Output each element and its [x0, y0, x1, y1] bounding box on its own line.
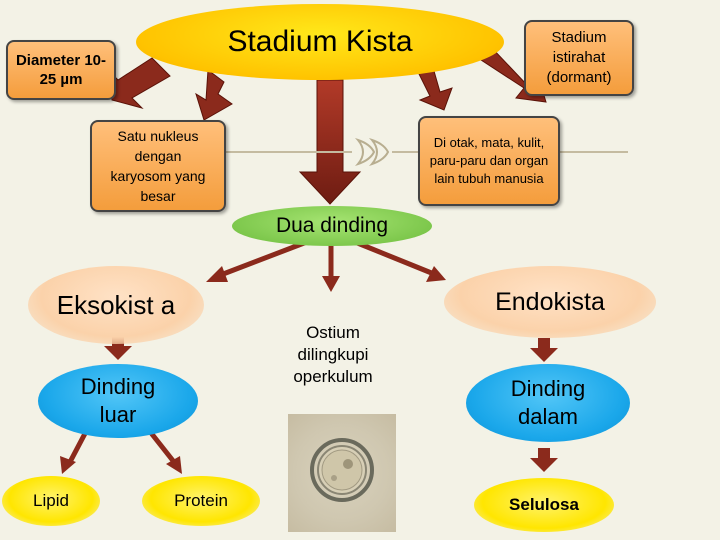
- protein-ellipse: Protein: [142, 476, 260, 526]
- eksokista-text: Eksokist a: [56, 290, 176, 320]
- location-box: Di otak, mata, kulit, paru-paru dan orga…: [418, 116, 560, 206]
- nucleus-text: Satu nukleus dengan karyosom yang besar: [110, 128, 206, 204]
- arrow-eksokista-to-luar: [104, 336, 132, 360]
- diameter-text: Diameter 10-25 µm: [15, 52, 107, 88]
- nucleus-box: Satu nukleus dengan karyosom yang besar: [90, 120, 226, 212]
- cyst-image: [310, 438, 374, 502]
- dormant-box: Stadium istirahat (dormant): [524, 20, 634, 96]
- ostium-label: Ostium dilingkupi operkulum: [268, 318, 398, 392]
- arrow-to-ostium: [322, 240, 340, 292]
- page-title: Stadium Kista: [227, 25, 413, 58]
- arrow-title-to-diameter: [107, 57, 171, 109]
- arrow-title-to-dua-dinding: [298, 79, 362, 205]
- dinding-dalam-text: Dinding dalam: [510, 376, 586, 429]
- arrow-title-to-nucleus: [195, 69, 233, 121]
- cyst-micrograph: [288, 414, 396, 532]
- dua-dinding-text: Dua dinding: [275, 214, 389, 237]
- title-ellipse: Stadium Kista: [136, 4, 504, 80]
- lipid-ellipse: Lipid: [2, 476, 100, 526]
- eksokista-ellipse: Eksokist a: [28, 266, 204, 344]
- dua-dinding-ellipse: Dua dinding: [232, 206, 432, 246]
- location-text: Di otak, mata, kulit, paru-paru dan orga…: [429, 135, 549, 186]
- endokista-ellipse: Endokista: [444, 266, 656, 338]
- arrow-dalam-to-selulosa: [530, 448, 558, 472]
- protein-text: Protein: [174, 491, 228, 510]
- dinding-luar-ellipse: Dinding luar: [38, 364, 198, 438]
- dinding-luar-text: Dinding luar: [80, 374, 156, 427]
- arrow-endokista-to-dalam: [530, 338, 558, 362]
- endokista-text: Endokista: [495, 287, 605, 316]
- selulosa-text: Selulosa: [509, 495, 579, 514]
- ostium-text: Ostium dilingkupi operkulum: [293, 323, 373, 386]
- arrow-to-eksokista: [206, 237, 313, 282]
- dormant-text: Stadium istirahat (dormant): [546, 29, 612, 86]
- selulosa-ellipse: Selulosa: [474, 478, 614, 532]
- lipid-text: Lipid: [33, 491, 69, 510]
- arrow-to-endokista: [349, 237, 446, 282]
- diameter-box: Diameter 10-25 µm: [6, 40, 116, 100]
- dinding-dalam-ellipse: Dinding dalam: [466, 364, 630, 442]
